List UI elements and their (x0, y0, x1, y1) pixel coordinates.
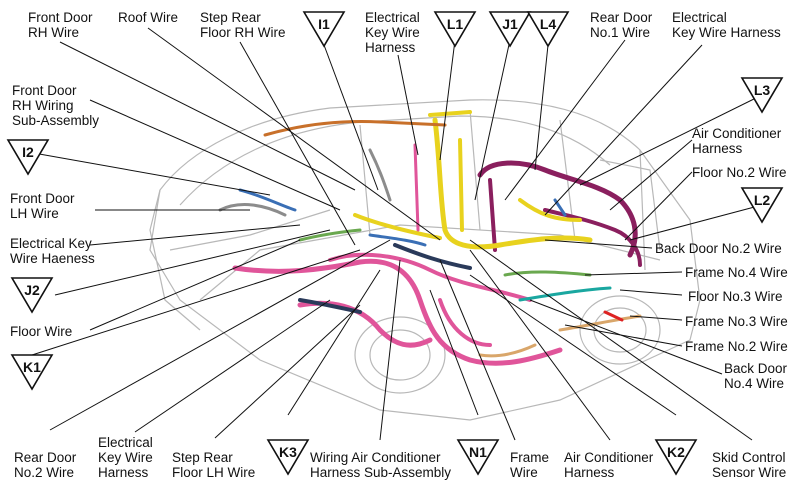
marker-label: L4 (540, 16, 557, 32)
marker-k1: K1 (10, 354, 54, 391)
marker-i1: I1 (302, 11, 346, 48)
label-step-rear-floor-rh-wire: Step Rear Floor RH Wire (200, 10, 286, 40)
leader-lines (27, 27, 763, 441)
label-front-door-lh-wire: Front Door LH Wire (10, 191, 75, 221)
marker-label: I1 (318, 16, 330, 32)
label-front-door-rh-wire: Front Door RH Wire (28, 10, 93, 40)
blue-door-wire (238, 188, 297, 212)
red-frame3-wire (603, 310, 624, 322)
label-air-conditioner-harness-right: Air Conditioner Harness (692, 126, 782, 156)
marker-label: J2 (24, 282, 40, 298)
tan-frame2-wire (478, 314, 642, 358)
connector-markers: I1 L1 J1 L4 L3 I2 L2 J2 (6, 11, 784, 476)
label-electrical-key-wire-harness-top: Electrical Key Wire Harness (365, 10, 420, 55)
yellow-key-wire-2 (428, 110, 472, 232)
pink-floor-wire (232, 258, 563, 366)
marker-label: K3 (279, 444, 297, 460)
label-floor-no2-wire: Floor No.2 Wire (692, 165, 787, 180)
label-frame-no4-wire: Frame No.4 Wire (685, 265, 788, 280)
marker-i2: I2 (6, 139, 50, 176)
label-frame-wire: Frame Wire (510, 450, 550, 480)
label-back-door-no2-wire: Back Door No.2 Wire (655, 241, 782, 256)
marker-label: L1 (447, 16, 464, 32)
marker-l2: L2 (740, 187, 784, 224)
teal-frame-wire (518, 286, 612, 302)
yellow-rear-wire (518, 198, 582, 222)
label-air-conditioner-harness-bottom: Air Conditioner Harness (564, 450, 654, 480)
label-electrical-key-wire-harness-bottom: Electrical Key Wire Harness (98, 435, 153, 480)
label-step-rear-floor-lh-wire: Step Rear Floor LH Wire (172, 450, 256, 480)
label-rear-door-no2-wire: Rear Door No.2 Wire (14, 450, 77, 480)
green-floor3-wire (298, 228, 592, 277)
marker-n1: N1 (456, 439, 500, 476)
label-frame-no3-wire: Frame No.3 Wire (685, 314, 788, 329)
harness-wires (218, 110, 642, 366)
marker-label: J1 (502, 16, 518, 32)
label-floor-no3-wire: Floor No.3 Wire (688, 289, 783, 304)
label-front-door-rh-wiring-sub-assembly: Front Door RH Wiring Sub-Assembly (12, 83, 100, 128)
marker-k2: K2 (654, 439, 698, 476)
marker-j2: J2 (10, 277, 54, 314)
label-electrical-key-wire-haeness: Electrical Key Wire Haeness (10, 236, 95, 266)
pink-step-wire (297, 300, 433, 348)
marker-l4: L4 (526, 11, 570, 48)
pink-rear-wire (438, 298, 492, 347)
grey-front-door-wire (218, 148, 392, 217)
marker-label: K1 (23, 359, 41, 375)
label-rear-door-no1-wire: Rear Door No.1 Wire (590, 10, 653, 40)
orange-roof-wire (263, 120, 447, 137)
marker-label: L2 (754, 192, 771, 208)
yellow-floor-wire (353, 213, 442, 240)
marker-label: N1 (469, 444, 487, 460)
marker-j1: J1 (488, 11, 532, 48)
marker-k3: K3 (266, 439, 310, 476)
label-wiring-air-conditioner-harness-sub-assembly: Wiring Air Conditioner Harness Sub-Assem… (310, 450, 452, 480)
pink-door-wire (413, 143, 420, 232)
label-electrical-key-wire-harness-top-right: Electrical Key Wire Harness (672, 10, 781, 40)
marker-label: K2 (667, 444, 685, 460)
marker-l1: L1 (433, 11, 477, 48)
label-skid-control-sensor-wire: Skid Control Sensor Wire (712, 450, 787, 480)
yellow-key-wire (432, 117, 593, 250)
marker-label: I2 (22, 144, 34, 160)
dark-frame-wire (298, 243, 472, 314)
purple-lower-wire (488, 178, 497, 252)
label-floor-wire: Floor Wire (10, 324, 73, 339)
marker-l3: L3 (740, 77, 784, 114)
label-roof-wire: Roof Wire (118, 10, 179, 25)
label-back-door-no4-wire: Back Door No.4 Wire (724, 361, 788, 391)
label-frame-no2-wire: Frame No.2 Wire (685, 339, 788, 354)
vehicle-body-outline (149, 99, 701, 421)
marker-label: L3 (754, 82, 771, 98)
